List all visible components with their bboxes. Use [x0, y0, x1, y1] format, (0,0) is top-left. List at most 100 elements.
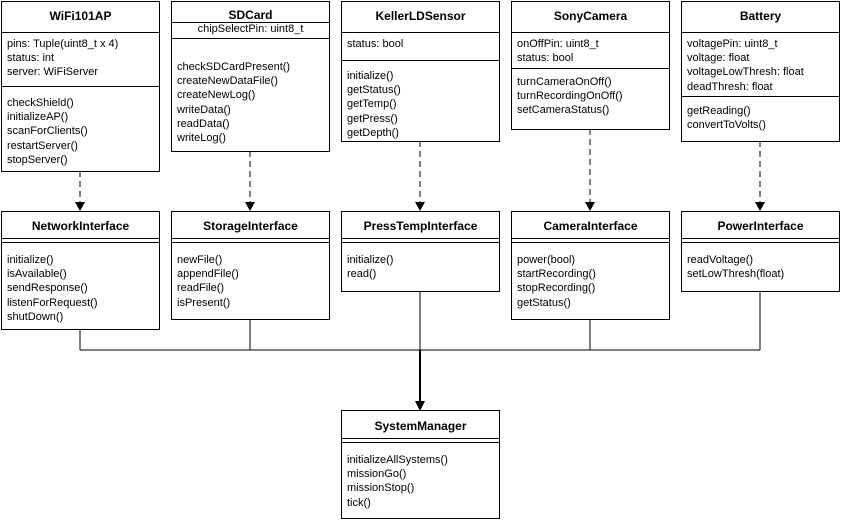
method: createNewLog()	[177, 89, 256, 102]
arrowhead-manager	[415, 401, 425, 411]
interface-power[interactable]: PowerInterface readVoltage() setLowThres…	[681, 211, 840, 292]
class-sonycamera[interactable]: SonyCamera onOffPin: uint8_t status: boo…	[511, 1, 670, 130]
class-name: WiFi101AP	[49, 9, 112, 23]
method: readFile()	[177, 282, 225, 295]
empty-attributes-section	[2, 238, 159, 242]
method: readVoltage()	[687, 254, 754, 266]
method: initializeAP()	[7, 111, 69, 124]
class-name: Battery	[739, 9, 782, 23]
method: writeData()	[177, 103, 231, 116]
interface-name: PressTempInterface	[363, 219, 478, 233]
methods-section: newFile() appendFile() readFile() isPres…	[172, 242, 329, 310]
method: restartServer()	[7, 139, 78, 152]
attribute: deadThresh: float	[687, 80, 773, 93]
method: createNewDataFile()	[177, 75, 278, 88]
class-systemmanager[interactable]: SystemManager initializeAllSystems() mis…	[341, 410, 500, 519]
method: tick()	[347, 496, 371, 509]
method: getPress()	[347, 112, 398, 125]
method: power(bool)	[517, 254, 576, 266]
method: shutDown()	[7, 310, 64, 323]
attribute: status: bool	[517, 52, 574, 65]
method: getDepth()	[347, 126, 399, 139]
attribute: voltageLowThresh: float	[687, 66, 804, 79]
method: getStatus()	[517, 296, 571, 309]
method: checkShield()	[7, 97, 74, 109]
method: listenForRequest()	[7, 296, 98, 309]
class-name: SystemManager	[374, 419, 467, 433]
interface-network[interactable]: NetworkInterface initialize() isAvailabl…	[1, 211, 160, 330]
method: getStatus()	[347, 84, 401, 97]
method: getTemp()	[347, 98, 397, 111]
method: stopServer()	[7, 153, 68, 166]
class-name: SonyCamera	[553, 9, 628, 23]
method: missionStop()	[347, 482, 415, 495]
method: newFile()	[177, 254, 223, 266]
methods-section: getReading() convertToVolts()	[682, 96, 839, 132]
method: initialize()	[347, 254, 394, 266]
methods-section: turnCameraOnOff() turnRecordingOnOff() s…	[512, 68, 669, 118]
interface-name: StorageInterface	[203, 219, 298, 233]
method: getReading()	[687, 105, 751, 117]
attribute: server: WiFiServer	[7, 66, 99, 79]
attribute: chipSelectPin: uint8_t	[197, 23, 304, 35]
class-battery[interactable]: Battery voltagePin: uint8_t voltage: flo…	[681, 1, 840, 142]
method: isPresent()	[177, 296, 231, 309]
class-sdcard[interactable]: SDCard chipSelectPin: uint8_t checkSDCar…	[171, 1, 330, 152]
method: checkSDCardPresent()	[177, 61, 291, 73]
attribute: voltagePin: uint8_t	[687, 38, 778, 50]
attribute: voltage: float	[687, 52, 750, 65]
methods-section: initialize() isAvailable() sendResponse(…	[2, 242, 159, 324]
empty-attributes-section	[512, 238, 669, 242]
interface-name: NetworkInterface	[31, 219, 130, 233]
interface-presstemp[interactable]: PressTempInterface initialize() read()	[341, 211, 500, 292]
method: setCameraStatus()	[517, 104, 610, 117]
class-name: SDCard	[172, 2, 329, 23]
arrowhead-battery-power	[755, 202, 765, 211]
method: setLowThresh(float)	[687, 268, 785, 281]
attribute: onOffPin: uint8_t	[517, 38, 599, 50]
interface-storage[interactable]: StorageInterface newFile() appendFile() …	[171, 211, 330, 320]
attribute: status: bool	[347, 38, 404, 50]
method: turnCameraOnOff()	[517, 76, 612, 88]
methods-section: initializeAllSystems() missionGo() missi…	[342, 442, 499, 510]
attributes-section: voltagePin: uint8_t voltage: float volta…	[682, 32, 839, 96]
empty-attributes-section	[342, 238, 499, 242]
attributes-section: pins: Tuple(uint8_t x 4) status: int ser…	[2, 32, 159, 86]
methods-section: checkSDCardPresent() createNewDataFile()…	[172, 38, 329, 145]
methods-section: checkShield() initializeAP() scanForClie…	[2, 86, 159, 167]
class-wifi101ap[interactable]: WiFi101AP pins: Tuple(uint8_t x 4) statu…	[1, 1, 160, 172]
method: isAvailable()	[7, 268, 67, 281]
method: scanForClients()	[7, 125, 88, 138]
methods-section: power(bool) startRecording() stopRecordi…	[512, 242, 669, 310]
method: startRecording()	[517, 268, 596, 281]
interface-camera[interactable]: CameraInterface power(bool) startRecordi…	[511, 211, 670, 320]
methods-section: initialize() read()	[342, 242, 499, 281]
method: initializeAllSystems()	[347, 454, 448, 466]
arrowhead-wifi-network	[75, 202, 85, 211]
attribute: status: int	[7, 52, 55, 65]
arrowhead-sony-camera	[585, 202, 595, 211]
attributes-section: status: bool	[342, 32, 499, 60]
methods-section: readVoltage() setLowThresh(float)	[682, 242, 839, 281]
methods-section: initialize() getStatus() getTemp() getPr…	[342, 60, 499, 140]
method: writeLog()	[177, 132, 226, 145]
method: stopRecording()	[517, 282, 596, 295]
method: initialize()	[7, 254, 54, 266]
interface-name: PowerInterface	[717, 219, 804, 233]
method: read()	[347, 268, 377, 281]
class-name: KellerLDSensor	[375, 9, 466, 23]
method: sendResponse()	[7, 282, 88, 295]
method: appendFile()	[177, 268, 239, 281]
empty-attributes-section	[172, 238, 329, 242]
method: convertToVolts()	[687, 119, 766, 132]
method: missionGo()	[347, 468, 407, 481]
empty-attributes-section	[682, 238, 839, 242]
attribute: pins: Tuple(uint8_t x 4)	[7, 38, 119, 50]
empty-attributes-section	[342, 438, 499, 442]
method: initialize()	[347, 70, 394, 82]
attributes-section: onOffPin: uint8_t status: bool	[512, 32, 669, 68]
class-kellerldsensor[interactable]: KellerLDSensor status: bool initialize()…	[341, 1, 500, 142]
method: readData()	[177, 117, 230, 130]
interface-name: CameraInterface	[543, 219, 638, 233]
